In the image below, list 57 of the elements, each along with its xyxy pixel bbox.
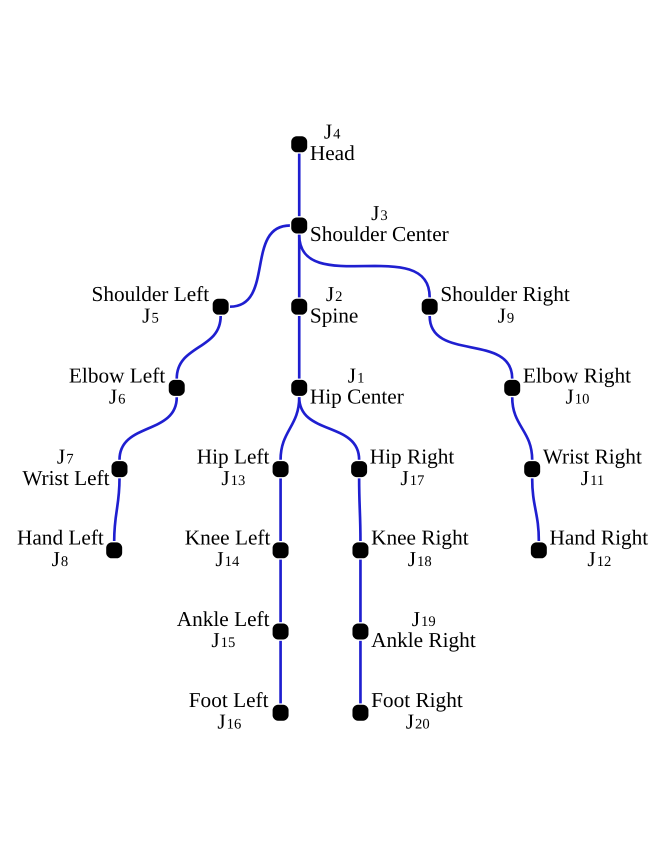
node-label: J14 bbox=[215, 546, 240, 571]
connector bbox=[298, 396, 360, 460]
node-label: J18 bbox=[408, 546, 432, 571]
node-circle bbox=[530, 542, 547, 558]
node-label: J19 bbox=[412, 606, 436, 630]
node-circle bbox=[291, 136, 308, 152]
connector bbox=[298, 316, 301, 378]
node-label: J12 bbox=[587, 546, 612, 571]
connector bbox=[118, 396, 178, 460]
connector bbox=[510, 396, 534, 460]
node-label: Ankle Left bbox=[176, 606, 270, 630]
connector bbox=[112, 478, 121, 540]
connector bbox=[358, 478, 362, 540]
node-label: Shoulder Center bbox=[310, 222, 449, 246]
connector bbox=[359, 640, 362, 703]
connector bbox=[298, 234, 431, 298]
node-circle bbox=[351, 460, 368, 477]
node-circle bbox=[422, 298, 438, 314]
node-label: Hip Center bbox=[310, 384, 404, 408]
node-circle bbox=[272, 542, 289, 558]
node-label: Elbow Left bbox=[68, 362, 166, 387]
node-label: Ankle Right bbox=[371, 628, 476, 652]
connector bbox=[428, 315, 514, 378]
node-circle bbox=[212, 298, 229, 314]
node-label: Knee Left bbox=[184, 525, 270, 550]
node-circle bbox=[291, 217, 308, 233]
node-label: Knee Right bbox=[371, 525, 469, 550]
node-label: J15 bbox=[211, 628, 236, 652]
node-label: J3 bbox=[371, 200, 388, 224]
node-circle bbox=[291, 379, 308, 396]
connector bbox=[279, 559, 282, 622]
node-circle bbox=[272, 623, 289, 639]
node-label: J1 bbox=[348, 362, 364, 387]
connector bbox=[298, 153, 301, 216]
connector bbox=[279, 640, 282, 703]
node-circle bbox=[106, 542, 122, 558]
node-circle bbox=[168, 379, 185, 396]
node-label: J10 bbox=[565, 384, 590, 408]
node-label: Hand Right bbox=[549, 525, 648, 550]
node-circle bbox=[524, 460, 540, 477]
node-circle bbox=[272, 460, 289, 477]
node-circle bbox=[504, 379, 520, 396]
node-circle bbox=[112, 460, 128, 477]
node-label: J8 bbox=[52, 546, 68, 571]
node-label: J6 bbox=[108, 384, 126, 408]
connector bbox=[530, 478, 540, 541]
node-circle bbox=[352, 623, 368, 639]
node-label: Elbow Right bbox=[522, 362, 632, 387]
node-circle bbox=[272, 704, 289, 720]
node-circle bbox=[352, 704, 368, 720]
connector bbox=[175, 315, 222, 378]
connector bbox=[230, 224, 290, 308]
node-circle bbox=[352, 542, 368, 558]
connector bbox=[279, 478, 282, 540]
connector bbox=[359, 559, 362, 622]
node-circle bbox=[291, 298, 308, 314]
node-label: Hand Left bbox=[17, 525, 104, 550]
